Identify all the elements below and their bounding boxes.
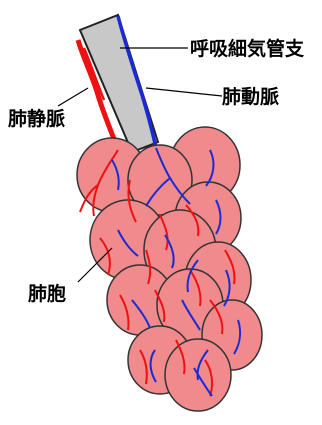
leader-line-vein	[58, 88, 88, 106]
label-alveolus: 肺胞	[28, 282, 66, 305]
leader-line-artery	[146, 88, 222, 96]
label-pulmonary-vein: 肺静脈	[8, 107, 65, 130]
label-respiratory-bronchiole: 呼吸細気管支	[190, 37, 305, 60]
label-pulmonary-artery: 肺動脈	[222, 85, 279, 108]
